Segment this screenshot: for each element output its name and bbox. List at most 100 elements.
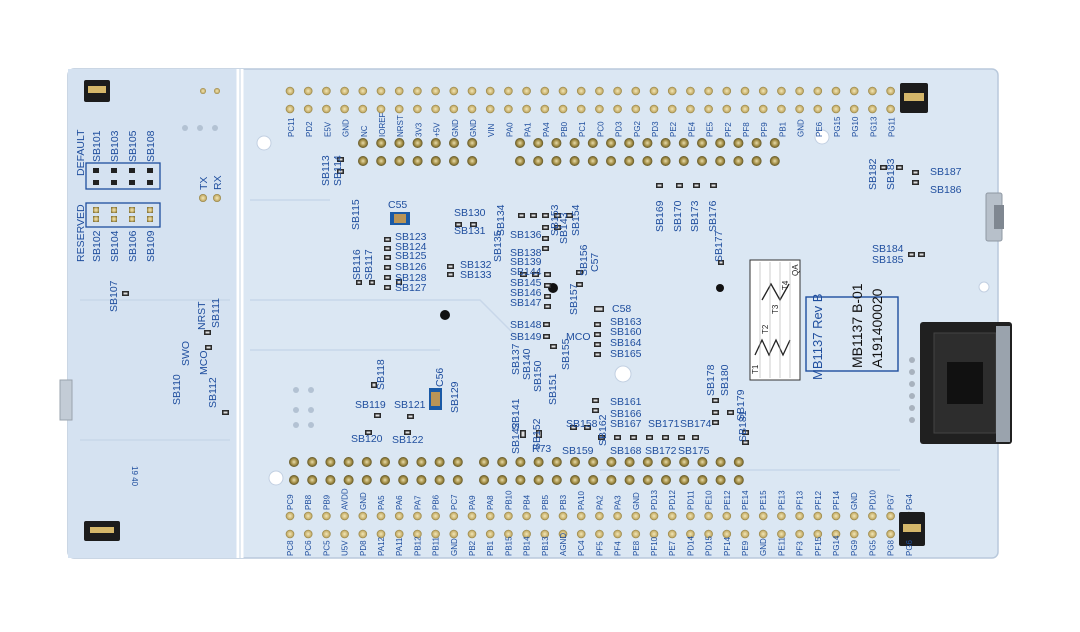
sb119-label: SB119 xyxy=(355,399,386,411)
bottom-pad-hole xyxy=(849,511,859,521)
header-pin-label: PD10 xyxy=(868,489,877,510)
sb155-label: SB155 xyxy=(560,338,572,370)
header-pin-label: AGND xyxy=(559,533,568,556)
bottom-pad-hole xyxy=(376,529,386,539)
top-pad-hole xyxy=(740,104,750,114)
sb105-label: SB105 xyxy=(127,130,139,162)
top-pad-hole xyxy=(740,86,750,96)
test-box-qa: QA xyxy=(791,264,800,276)
sb165-label: SB165 xyxy=(610,348,642,360)
top-pad-hole xyxy=(758,86,768,96)
header-pin xyxy=(588,475,599,485)
header-pin xyxy=(398,457,409,467)
sb106-label: SB106 xyxy=(127,230,139,262)
top-pad-hole xyxy=(849,104,859,114)
header-pin xyxy=(289,475,299,485)
smd-part xyxy=(404,430,411,435)
header-pin xyxy=(678,138,689,148)
bottom-pad-hole xyxy=(631,511,641,521)
header-pin xyxy=(533,457,544,467)
header-pin xyxy=(733,475,744,485)
header-pin xyxy=(533,475,544,485)
sb178-label: SB178 xyxy=(705,364,717,396)
top-pad-hole xyxy=(285,104,295,114)
header-pin xyxy=(551,138,562,148)
smd-part xyxy=(407,414,414,419)
header-pin-label: PA7 xyxy=(413,495,422,510)
header-pin xyxy=(642,475,653,485)
test-point xyxy=(716,284,724,292)
sb113-label: SB113 xyxy=(320,155,332,186)
sb180-label: SB180 xyxy=(719,364,731,396)
header-pin xyxy=(434,457,445,467)
sb160-label: SB160 xyxy=(610,326,642,338)
sb122-label: SB122 xyxy=(392,434,424,446)
header-pin xyxy=(358,156,368,166)
product-label xyxy=(749,259,899,381)
bottom-pad-hole xyxy=(813,511,823,521)
top-pad-hole xyxy=(449,86,459,96)
header-pin-label: PB9 xyxy=(322,494,331,510)
top-pad-hole xyxy=(667,104,677,114)
smd-part xyxy=(656,183,663,188)
smd-part xyxy=(554,225,561,230)
top-pad-hole xyxy=(777,104,786,114)
top-pad-hole xyxy=(394,86,404,96)
bottom-pad-hole xyxy=(303,511,313,521)
smd-part xyxy=(592,398,599,403)
sb109-label: SB109 xyxy=(145,230,157,262)
header-pin-label: PD15 xyxy=(705,535,714,556)
header-pin xyxy=(452,475,463,485)
sb164-label: SB164 xyxy=(610,337,642,349)
header-pin xyxy=(551,457,562,467)
nrst-label: NRST xyxy=(196,301,208,330)
header-pin xyxy=(515,156,525,166)
bottom-pad-hole xyxy=(322,529,331,539)
top-pad-hole xyxy=(868,86,877,96)
bottom-pad-hole xyxy=(413,511,422,521)
sb179-label: SB179 xyxy=(735,389,747,421)
sb187-label: SB187 xyxy=(930,166,962,178)
smd-part xyxy=(518,213,525,218)
smd-part xyxy=(455,222,462,227)
header-pin-label: U5V xyxy=(341,540,350,556)
smd-part xyxy=(222,410,229,415)
top-pad-hole xyxy=(394,104,404,114)
header-pin-label: VIN xyxy=(487,123,496,137)
header-pin xyxy=(733,457,744,467)
top-pad-hole xyxy=(595,104,604,114)
header-pin-label: PC6 xyxy=(304,540,313,556)
smd-part xyxy=(384,255,391,260)
smd-part xyxy=(520,430,526,438)
header-pin xyxy=(376,138,387,148)
header-pin xyxy=(497,457,508,467)
header-pin xyxy=(697,138,707,148)
header-pin-label: PD12 xyxy=(668,489,677,510)
default-label: DEFAULT xyxy=(75,129,87,176)
sb133-label: SB133 xyxy=(460,269,492,281)
sb132-label: SB132 xyxy=(460,259,492,271)
sb173-label: SB173 xyxy=(689,200,701,232)
top-pad-hole xyxy=(376,86,386,96)
top-pad-hole xyxy=(285,86,295,96)
top-pad-hole xyxy=(704,104,713,114)
bottom-pad-hole xyxy=(631,529,641,539)
smd-part xyxy=(384,265,391,270)
bottom-pad-hole xyxy=(868,511,877,521)
header-pin xyxy=(361,457,372,467)
top-pad-hole xyxy=(467,86,477,96)
header-pin-label: PC8 xyxy=(286,540,295,556)
smd-part xyxy=(554,213,561,218)
header-pin-label: PF14 xyxy=(723,536,732,556)
sb177-label: SB177 xyxy=(713,230,725,262)
small-mark: 19 40 xyxy=(130,466,139,487)
header-pin-label: PD3 xyxy=(651,121,660,137)
bottom-pad-hole xyxy=(522,529,531,539)
header-pin xyxy=(430,156,441,166)
sb131-label: SB131 xyxy=(454,225,486,237)
header-pin xyxy=(661,457,671,467)
sb153-label: SB153 xyxy=(549,204,561,236)
sb154-label: SB154 xyxy=(570,204,582,236)
smd-part xyxy=(337,157,344,162)
top-pad-hole xyxy=(522,104,531,114)
